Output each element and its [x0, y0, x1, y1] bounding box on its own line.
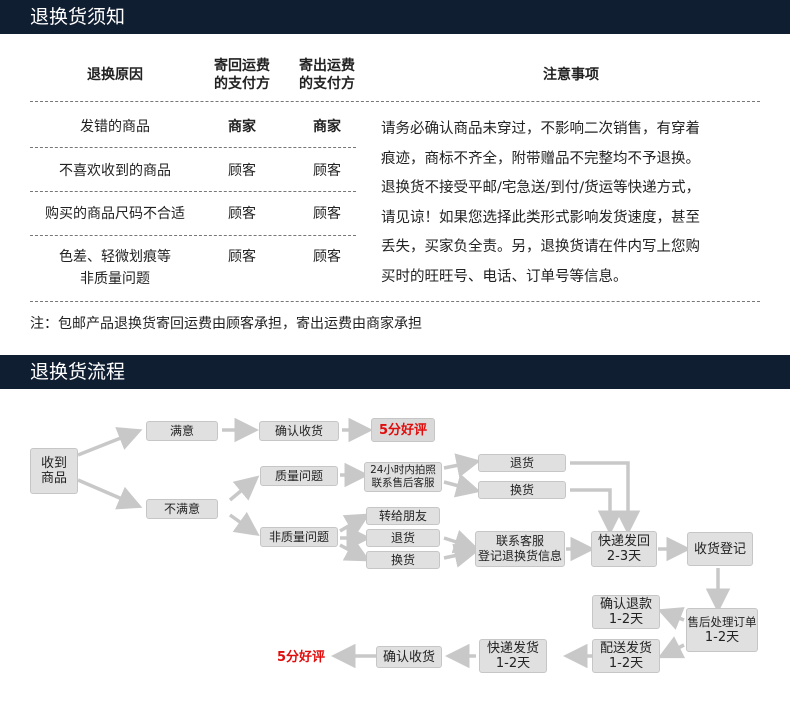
- flow-good-review: 5分好评: [371, 418, 435, 442]
- footnote: 注：包邮产品退换货寄回运费由顾客承担，寄出运费由商家承担: [30, 316, 422, 332]
- flow-text: 24小时内拍照: [370, 464, 436, 476]
- flow-text: 2-3天: [606, 549, 642, 564]
- divider: [30, 301, 760, 302]
- row4-return-fee: 顾客: [228, 249, 256, 265]
- flow-contact-service: 联系客服登记退换货信息: [475, 531, 565, 567]
- header-return-fee: 寄回运费 的支付方: [200, 57, 284, 93]
- flow-return: 退货: [478, 454, 566, 472]
- header-return-fee-line2: 的支付方: [214, 76, 270, 92]
- divider: [30, 147, 356, 148]
- flow-exchange: 换货: [478, 481, 566, 499]
- row2-return-fee: 顾客: [228, 163, 256, 179]
- flow-non-quality-issue: 非质量问题: [260, 527, 338, 547]
- header-send-fee: 寄出运费 的支付方: [284, 57, 370, 93]
- flow-unsatisfied: 不满意: [146, 499, 218, 519]
- divider: [30, 191, 356, 192]
- flow-text: 联系售后客服: [371, 477, 435, 489]
- header-notes: 注意事项: [543, 67, 599, 83]
- flow-confirm-receipt: 确认收货: [259, 421, 339, 441]
- header-reason: 退换原因: [87, 67, 143, 83]
- row1-send-fee: 商家: [313, 119, 341, 135]
- flow-text: 联系客服: [495, 534, 544, 548]
- flow-text: 售后处理订单: [687, 615, 757, 629]
- flow-text: 1-2天: [704, 630, 740, 645]
- section-header-return-process: 退换货流程: [0, 355, 790, 389]
- notes-line: 痕迹，商标不齐全，附带赠品不完整均不予退换。: [381, 150, 700, 167]
- header-send-fee-line1: 寄出运费: [299, 58, 355, 74]
- flow-text: 配送发货: [599, 641, 652, 656]
- flow-exchange: 换货: [366, 551, 440, 569]
- row3-return-fee: 顾客: [228, 206, 256, 222]
- section-header-return-notice: 退换货须知: [0, 0, 790, 34]
- header-send-fee-line2: 的支付方: [299, 76, 355, 92]
- flow-photo-contact: 24小时内拍照联系售后客服: [364, 462, 442, 492]
- divider: [30, 101, 760, 102]
- row2-send-fee: 顾客: [313, 163, 341, 179]
- row1-reason: 发错的商品: [80, 119, 150, 135]
- header-return-fee-line1: 寄回运费: [214, 58, 270, 74]
- flow-text: 收到: [40, 456, 67, 471]
- divider: [30, 235, 356, 236]
- flow-receive-goods: 收到商品: [30, 448, 78, 494]
- flow-return: 退货: [366, 529, 440, 547]
- notes-line: 请见谅！如果您选择此类形式影响发货速度，甚至: [381, 209, 700, 226]
- notes-line: 买时的旺旺号、电话、订单号等信息。: [381, 268, 628, 285]
- flow-text: 快递发货: [486, 641, 539, 656]
- section-title: 退换货须知: [30, 6, 126, 28]
- flow-text: 快递发回: [597, 534, 650, 549]
- section-title: 退换货流程: [30, 361, 126, 383]
- notes-line: 退换货不接受平邮/宅急送/到付/货运等快递方式，: [381, 180, 701, 196]
- row4-send-fee: 顾客: [313, 249, 341, 265]
- row3-send-fee: 顾客: [313, 206, 341, 222]
- flow-good-review: 5分好评: [276, 649, 326, 665]
- notes-line: 请务必确认商品未穿过，不影响二次销售，有穿着: [381, 121, 700, 137]
- notes-text: 请务必确认商品未穿过，不影响二次销售，有穿着 痕迹，商标不齐全，附带赠品不完整均…: [381, 115, 761, 292]
- flow-receipt-register: 收货登记: [687, 532, 753, 566]
- flow-text: 1-2天: [608, 612, 644, 627]
- row4-reason-line2: 非质量问题: [80, 271, 150, 287]
- notes-line: 丢失，买家负全责。另，退换货请在件内写上您购: [381, 239, 700, 255]
- row4-reason-line1: 色差、轻微划痕等: [59, 249, 171, 265]
- flow-confirm-receipt: 确认收货: [376, 646, 442, 668]
- flow-transfer-friend: 转给朋友: [366, 507, 440, 525]
- flow-text: 1-2天: [608, 656, 644, 671]
- flow-text: 1-2天: [495, 656, 531, 671]
- flow-text: 确认退款: [599, 597, 652, 612]
- row4-reason: 色差、轻微划痕等 非质量问题: [30, 246, 200, 290]
- row3-reason: 购买的商品尺码不合适: [45, 206, 185, 222]
- flow-text: 商品: [40, 471, 67, 486]
- flow-quality-issue: 质量问题: [260, 466, 338, 486]
- row2-reason: 不喜欢收到的商品: [59, 163, 171, 179]
- row1-return-fee: 商家: [228, 119, 256, 135]
- flow-text: 登记退换货信息: [477, 549, 562, 563]
- flow-satisfied: 满意: [146, 421, 218, 441]
